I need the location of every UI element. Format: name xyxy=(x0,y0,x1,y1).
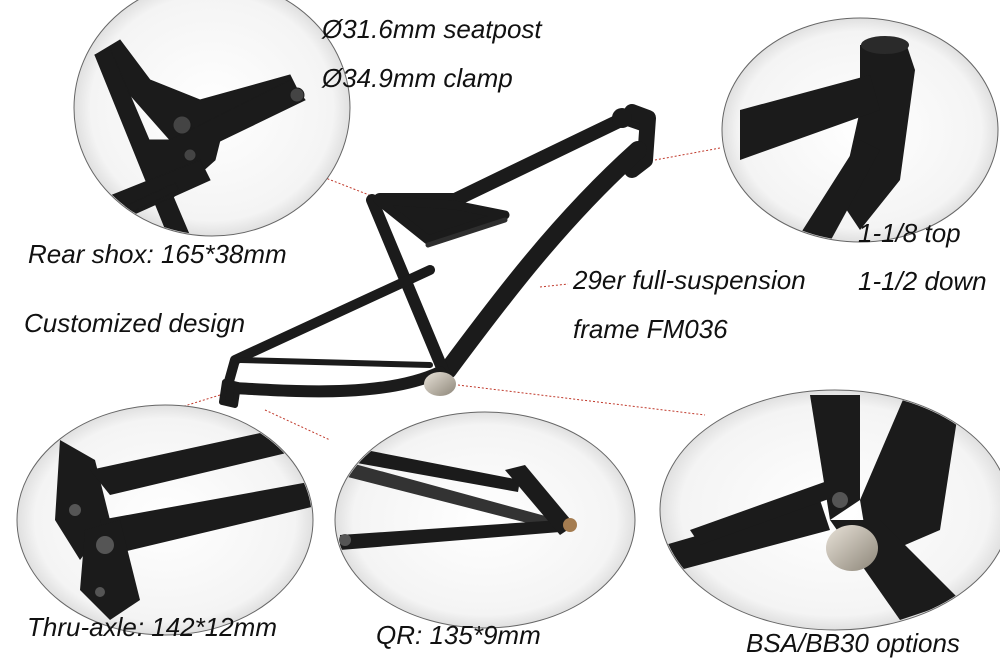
bubble-bb-detail xyxy=(659,389,1000,631)
bubble-thru-axle-detail xyxy=(16,404,314,636)
bubble-shock-detail xyxy=(73,0,351,237)
rear-shox-label: Rear shox: 165*38mm xyxy=(28,239,287,269)
headtube-down-label: 1-1/2 down xyxy=(858,266,987,296)
headtube-top-label: 1-1/8 top xyxy=(858,218,961,248)
bb-options-label: BSA/BB30 options xyxy=(746,628,960,658)
customized-design-label: Customized design xyxy=(24,308,246,338)
headtube-top xyxy=(612,108,632,128)
bottom-bracket-cup xyxy=(424,372,456,396)
bubble-headtube-detail xyxy=(721,17,999,243)
main-frame xyxy=(219,104,656,408)
seatpost-label: Ø31.6mm seatpost xyxy=(322,14,542,44)
thru-axle-label: Thru-axle: 142*12mm xyxy=(27,612,277,642)
clamp-label: Ø34.9mm clamp xyxy=(322,63,513,93)
model-line2-label: frame FM036 xyxy=(573,314,728,344)
model-line1-label: 29er full-suspension xyxy=(573,265,806,295)
qr-label: QR: 135*9mm xyxy=(376,620,541,650)
bubble-qr-detail xyxy=(334,411,636,629)
